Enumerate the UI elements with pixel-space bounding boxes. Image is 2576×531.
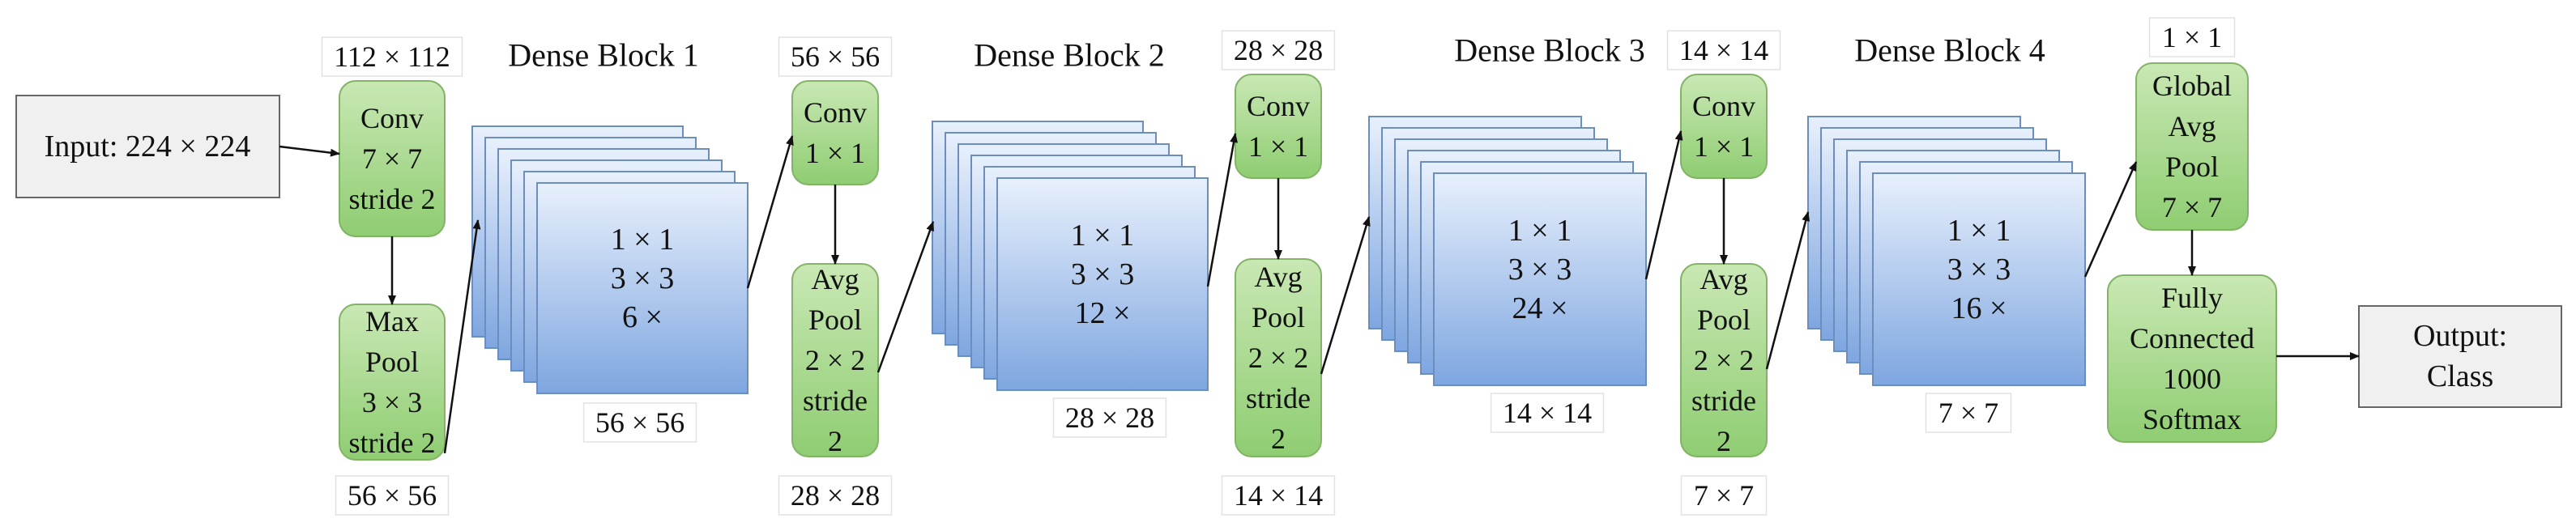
maxpool-node-text-line: stride 2 — [349, 427, 436, 459]
global-pool-node-text-line: Avg — [2168, 110, 2216, 142]
dense-block-2-front-layer — [996, 177, 1209, 391]
transition-3-conv-dim-label: 14 × 14 — [1679, 34, 1768, 66]
maxpool-dim-label-box — [335, 475, 450, 516]
transition-3-pool-node-text-line: Avg — [1700, 263, 1747, 295]
dense-block-2-text-line: 1 × 1 — [1071, 219, 1134, 253]
dense-block-4-front-layer — [1872, 172, 2086, 386]
dense-block-2-text-line: 3 × 3 — [1071, 257, 1134, 291]
maxpool-node-text-line: Pool — [365, 346, 419, 378]
dense-block-3-front-layer — [1433, 172, 1647, 386]
transition-1-conv-dim-label: 56 × 56 — [791, 40, 880, 73]
conv-initial-node-text-line: 7 × 7 — [362, 142, 422, 175]
dense-block-2-dim-label-box — [1052, 397, 1167, 438]
transition-2-pool-dim-label-box — [1221, 475, 1336, 516]
transition-1-conv-node-text-line: Conv — [804, 96, 867, 129]
dense-block-3-dim-label-box — [1490, 393, 1605, 433]
arrow-transition2-to-dense3 — [1320, 216, 1371, 375]
arrow-input-to-conv — [279, 145, 340, 157]
conv-initial-dim-label: 112 × 112 — [334, 40, 450, 73]
transition-1-pool-dim-label-box — [778, 475, 893, 516]
conv-initial-dim-label-box — [321, 36, 463, 77]
dense-block-2-text-line: 12 × — [1075, 296, 1131, 330]
transition-2-conv-dim-label-box — [1221, 30, 1336, 70]
dense-block-3-title: Dense Block 3 — [1454, 32, 1645, 69]
fully-connected-node-text-line: Fully — [2161, 282, 2223, 314]
transition-2-conv-dim-label: 28 × 28 — [1234, 34, 1323, 66]
dense-block-3-text-line: 1 × 1 — [1508, 214, 1572, 248]
dense-block-4-text-line: 1 × 1 — [1947, 214, 2011, 248]
dense-block-4-text-line: 16 × — [1951, 291, 2007, 325]
global-pool-dim-label: 1 × 1 — [2162, 21, 2222, 53]
arrow-maxpool-to-dense1 — [443, 219, 481, 454]
transition-2-pool-node-text-line: Pool — [1252, 301, 1305, 333]
fully-connected-node-text-line: 1000 — [2163, 363, 2221, 395]
output-label-line: Class — [2427, 359, 2493, 393]
dense-block-3-text-line: 24 × — [1512, 291, 1568, 325]
transition-3-conv-dim-label-box — [1666, 30, 1781, 70]
output-node — [2358, 305, 2562, 408]
maxpool-dim-label: 56 × 56 — [348, 479, 437, 512]
global-pool-node-text-line: 7 × 7 — [2162, 191, 2222, 223]
transition-1-pool-node-text-line: Pool — [808, 304, 862, 336]
transition-1-pool-node-text-line: stride — [803, 384, 868, 417]
transition-3-pool-node-text-line: 2 — [1717, 425, 1731, 457]
transition-3-pool-dim-label-box — [1680, 475, 1768, 516]
arrow-dense4-to-globalpool — [2083, 161, 2138, 278]
transition-1-pool-node-text-line: 2 × 2 — [805, 344, 865, 376]
dense-block-2-dim-label: 28 × 28 — [1065, 401, 1154, 434]
dense-block-1-text-line: 1 × 1 — [611, 223, 674, 257]
fully-connected-node-text-line: Connected — [2130, 322, 2254, 355]
dense-block-1-text-line: 3 × 3 — [611, 261, 674, 295]
maxpool-node-text-line: 3 × 3 — [362, 386, 422, 418]
transition-2-conv-node-text-line: 1 × 1 — [1248, 130, 1308, 163]
dense-block-1-text-line: 6 × — [622, 300, 663, 334]
global-pool-node-text-line: Pool — [2165, 151, 2219, 183]
global-pool-dim-label-box — [2148, 17, 2236, 57]
dense-block-1-dim-label: 56 × 56 — [595, 406, 685, 439]
input-node — [15, 95, 280, 198]
dense-block-3-text-line: 3 × 3 — [1508, 253, 1572, 287]
arrow-dense2-to-transition2 — [1206, 133, 1238, 287]
output-label-line: Output: — [2413, 319, 2507, 353]
global-pool-node-text-line: Global — [2152, 70, 2232, 102]
dense-block-1-title: Dense Block 1 — [508, 37, 699, 74]
dense-block-4-dim-label-box — [1925, 393, 2012, 433]
transition-2-pool-node-text-line: Avg — [1254, 261, 1302, 293]
transition-1-conv-node-text-line: 1 × 1 — [805, 137, 865, 169]
dense-block-4-text-line: 3 × 3 — [1947, 253, 2011, 287]
transition-1-pool-dim-label: 28 × 28 — [791, 479, 880, 512]
conv-initial-node-text-line: Conv — [360, 102, 424, 134]
transition-1-pool-node-text-line: 2 — [828, 425, 842, 457]
transition-2-pool-dim-label: 14 × 14 — [1234, 479, 1323, 512]
arrow-transition3-to-dense4 — [1765, 211, 1810, 370]
dense-block-3-dim-label: 14 × 14 — [1503, 397, 1592, 429]
dense-block-4-title: Dense Block 4 — [1854, 32, 2045, 69]
dense-block-2-title: Dense Block 2 — [974, 37, 1165, 74]
transition-1-conv-dim-label-box — [778, 36, 893, 77]
arrow-dense3-to-transition3 — [1644, 130, 1683, 280]
input-label: Input: 224 × 224 — [45, 130, 251, 164]
transition-3-pool-node-text-line: Pool — [1697, 304, 1751, 336]
dense-block-4-dim-label: 7 × 7 — [1938, 397, 1998, 429]
transition-3-conv-node-text-line: 1 × 1 — [1694, 130, 1754, 163]
transition-2-pool-node-text-line: stride — [1246, 382, 1311, 414]
transition-3-pool-node-text-line: 2 × 2 — [1694, 344, 1754, 376]
transition-3-pool-node-text-line: stride — [1691, 384, 1756, 417]
dense-block-1-front-layer — [536, 182, 748, 394]
maxpool-node-text-line: Max — [365, 305, 419, 338]
conv-initial-node-text-line: stride 2 — [349, 183, 436, 215]
transition-2-pool-node-text-line: 2 — [1271, 423, 1286, 455]
transition-2-pool-node-text-line: 2 × 2 — [1248, 342, 1308, 374]
dense-block-1-dim-label-box — [582, 402, 697, 443]
transition-2-conv-node-text-line: Conv — [1247, 90, 1310, 122]
transition-1-pool-node-text-line: Avg — [811, 263, 859, 295]
arrow-dense1-to-transition1 — [746, 135, 794, 289]
fully-connected-node-text-line: Softmax — [2143, 403, 2241, 435]
transition-3-pool-dim-label: 7 × 7 — [1694, 479, 1754, 512]
transition-3-conv-node-text-line: Conv — [1692, 90, 1755, 122]
arrow-transition1-to-dense2 — [876, 221, 935, 373]
